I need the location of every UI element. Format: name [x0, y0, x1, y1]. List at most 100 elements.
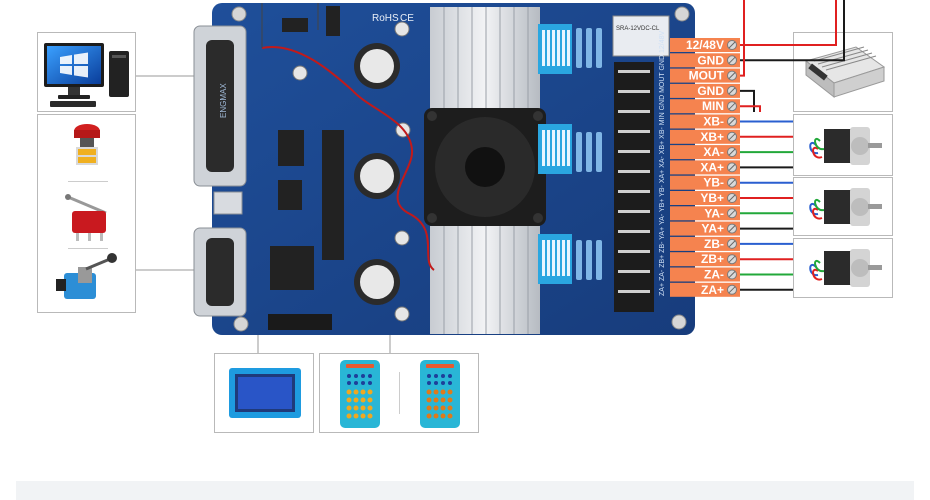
- terminal-body: [670, 129, 740, 144]
- terminal-screw-slot: [728, 225, 736, 232]
- lcd-box: [214, 353, 314, 433]
- ce-mark: CE: [400, 13, 414, 24]
- relay-marking: SRA-12VDC-CL: [616, 26, 660, 32]
- terminal-screw-slot: [728, 271, 736, 278]
- terminal-5: MIN: [670, 99, 740, 114]
- terminal-screw-slot: [728, 194, 736, 202]
- terminal-body: [670, 236, 740, 251]
- terminal-3: MOUT: [670, 68, 740, 83]
- terminal-label: XA-: [703, 145, 724, 159]
- terminal-body: [670, 175, 740, 190]
- terminal-17: ZA+: [670, 282, 740, 297]
- terminal-body: [670, 145, 740, 160]
- terminal-label: GND: [697, 53, 724, 67]
- terminal-body: [670, 99, 740, 114]
- terminal-14: ZB-: [670, 236, 740, 251]
- wire: [740, 105, 761, 112]
- terminal-screw-slot: [728, 41, 736, 49]
- terminal-4: GND: [670, 83, 740, 98]
- terminal-body: [670, 53, 740, 68]
- terminal-screw-slot: [728, 209, 736, 217]
- terminal-label: ZB+: [701, 252, 724, 266]
- terminal-16: ZA-: [670, 267, 740, 282]
- terminal-screw-slot: [728, 133, 736, 141]
- terminal-body: [670, 267, 740, 282]
- wire: [740, 89, 755, 112]
- terminal-body: [670, 83, 740, 98]
- terminal-screw-slot: [728, 72, 736, 79]
- terminal-12: YA-: [670, 206, 740, 221]
- stepper-motor-icon: [809, 127, 882, 165]
- terminal-label: ZB-: [704, 237, 724, 251]
- travel-switch-icon: [56, 253, 117, 299]
- heatsink-top: [430, 7, 540, 115]
- terminal-body: [670, 38, 740, 52]
- terminal-label: XA+: [700, 160, 724, 174]
- terminal-label: ZA+: [701, 283, 724, 297]
- terminal-screw-slot: [728, 255, 736, 263]
- wire: [740, 0, 745, 77]
- terminal-label: YB-: [703, 176, 724, 190]
- terminal-label: YA+: [701, 222, 724, 236]
- wire: [740, 0, 845, 62]
- terminal-body: [670, 221, 740, 236]
- terminal-13: YA+: [670, 221, 740, 236]
- terminal-6: XB-: [670, 114, 740, 129]
- terminal-block: 12/48VGNDMOUTGNDMINXB-XB+XA-XA+YB-YB+YA-…: [670, 38, 740, 297]
- terminal-screw-slot: [728, 286, 736, 294]
- divider: [68, 248, 108, 249]
- stepper-motor-icon: [809, 249, 882, 287]
- terminal-label: ZA-: [704, 268, 724, 282]
- terminal-8: XA-: [670, 145, 740, 160]
- terminal-10: YB-: [670, 175, 740, 190]
- terminal-screw-slot: [728, 148, 736, 156]
- terminal-11: YB+: [670, 191, 740, 205]
- stepper-motor-z-box: [793, 238, 893, 298]
- terminal-label: XB-: [703, 115, 724, 129]
- silkscreen-strip: ZA+ ZA- ZB+ ZB- YA+ YA- YB+ YB- XA+ XA- …: [659, 30, 666, 296]
- terminal-label: XB+: [700, 130, 724, 144]
- keypad-icon: [420, 360, 460, 428]
- divider: [68, 181, 108, 182]
- stepper-motor-y-box: [793, 177, 893, 236]
- rohs-mark: RoHS: [372, 13, 399, 24]
- stepper-motor-x-box: [793, 114, 893, 176]
- terminal-body: [670, 114, 740, 129]
- terminal-body: [670, 282, 740, 297]
- power-supply-icon: [804, 46, 886, 99]
- terminal-label: GND: [697, 84, 724, 98]
- terminal-screw-slot: [728, 87, 736, 95]
- terminal-9: XA+: [670, 160, 740, 175]
- stepper-motor-icon: [809, 188, 882, 226]
- terminal-screw-slot: [728, 56, 736, 64]
- terminal-label: MIN: [702, 99, 724, 113]
- wire: [740, 0, 837, 46]
- keypads-box: [319, 353, 479, 433]
- terminal-label: YA-: [704, 206, 724, 220]
- terminal-15: ZB+: [670, 252, 740, 267]
- terminal-label: MOUT: [689, 69, 725, 83]
- switches-box: [37, 114, 136, 313]
- bottom-band: [16, 481, 914, 500]
- terminal-body: [670, 206, 740, 221]
- terminal-7: XB+: [670, 129, 740, 144]
- dip-switches: [538, 24, 572, 284]
- terminal-screw-slot: [728, 164, 736, 171]
- wiring: [740, 0, 845, 291]
- cooling-fan: [424, 108, 546, 226]
- heatsink-bottom: [430, 226, 540, 334]
- divider: [399, 372, 400, 414]
- terminal-1: 12/48V: [670, 38, 740, 52]
- terminal-2: GND: [670, 53, 740, 68]
- lcd-icon: [229, 368, 301, 418]
- keypad-icon: [340, 360, 380, 428]
- terminal-screw-slot: [728, 118, 736, 125]
- terminal-label: YB+: [700, 191, 724, 205]
- terminal-body: [670, 68, 740, 83]
- terminal-screw-slot: [728, 240, 736, 248]
- terminal-label: 12/48V: [686, 38, 724, 52]
- computer-icon: [44, 43, 129, 107]
- terminal-body: [670, 160, 740, 175]
